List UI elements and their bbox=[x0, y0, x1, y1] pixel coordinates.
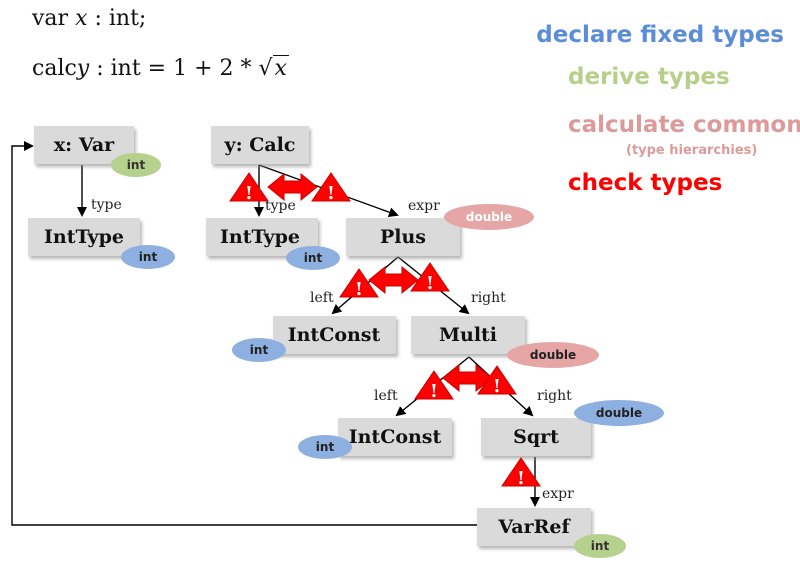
nodes: x: Var IntType y: Calc IntType Plus IntC… bbox=[28, 126, 591, 546]
edge-label-right: right bbox=[537, 388, 572, 404]
warning-icon: ! bbox=[410, 262, 450, 294]
sqrt-argument: x bbox=[272, 55, 289, 81]
svg-text:double: double bbox=[530, 348, 576, 362]
node-plus: Plus bbox=[346, 218, 460, 256]
edge-label-type: type bbox=[265, 198, 296, 214]
warning-icon: ! bbox=[414, 370, 454, 402]
code-keyword: var bbox=[32, 6, 69, 31]
sqrt-symbol: √ bbox=[258, 56, 273, 81]
svg-text:!: ! bbox=[426, 273, 434, 294]
warning-icon: ! bbox=[339, 268, 379, 300]
legend-declare-fixed-types: declare fixed types bbox=[536, 22, 784, 48]
node-intconst-1: IntConst bbox=[273, 316, 396, 354]
node-label: VarRef bbox=[497, 516, 571, 538]
svg-text:double: double bbox=[596, 406, 642, 420]
legend-type-hierarchies: (type hierarchies) bbox=[626, 143, 758, 158]
node-sqrt: Sqrt bbox=[481, 418, 591, 456]
edge-label-left: left bbox=[310, 290, 334, 306]
svg-text:!: ! bbox=[327, 183, 335, 204]
edge-label-left: left bbox=[374, 388, 398, 404]
edge-labels: type type expr left right left right exp… bbox=[91, 197, 574, 502]
svg-text:!: ! bbox=[517, 468, 525, 489]
node-y-calc: y: Calc bbox=[211, 126, 309, 164]
warning-icon: ! bbox=[311, 172, 351, 204]
svg-text:int: int bbox=[127, 158, 146, 172]
badge-int-fixed: int bbox=[121, 245, 175, 269]
legend-calculate-common: calculate common bbox=[568, 112, 800, 138]
badge-double-fixed: double bbox=[574, 400, 664, 426]
node-label: IntConst bbox=[288, 324, 381, 346]
type-check-warnings: ! ! ! ! ! bbox=[229, 172, 541, 489]
double-arrow-icon bbox=[368, 265, 419, 295]
node-intconst-2: IntConst bbox=[338, 418, 452, 456]
edge-label-type: type bbox=[91, 197, 122, 213]
node-label: IntConst bbox=[349, 426, 442, 448]
svg-text:double: double bbox=[466, 210, 512, 224]
node-label: IntType bbox=[44, 226, 124, 248]
node-label: Sqrt bbox=[513, 426, 559, 448]
svg-text:int: int bbox=[139, 250, 158, 264]
badge-int-fixed: int bbox=[232, 338, 286, 362]
node-label: x: Var bbox=[54, 134, 115, 156]
badge-double-common: double bbox=[507, 342, 599, 368]
warning-icon: ! bbox=[477, 365, 517, 397]
svg-text:int: int bbox=[316, 440, 335, 454]
legend-check-types: check types bbox=[568, 170, 723, 196]
node-varref: VarRef bbox=[477, 508, 591, 546]
svg-text:!: ! bbox=[430, 381, 438, 402]
edge-label-right: right bbox=[471, 290, 506, 306]
node-label: Plus bbox=[380, 226, 426, 248]
code-var-name: x bbox=[75, 6, 88, 31]
warning-icon: ! bbox=[229, 172, 269, 204]
legend-derive-types: derive types bbox=[568, 64, 730, 90]
node-label: Multi bbox=[439, 324, 497, 346]
edge-label-expr: expr bbox=[542, 486, 574, 502]
edge-label-expr: expr bbox=[408, 198, 440, 214]
node-label: IntType bbox=[220, 226, 300, 248]
node-multi: Multi bbox=[411, 316, 525, 354]
svg-text:!: ! bbox=[493, 376, 501, 397]
svg-text:int: int bbox=[250, 343, 269, 357]
badge-int-derived: int bbox=[111, 153, 161, 177]
badge-int-fixed: int bbox=[298, 435, 352, 459]
code-rest: : int; bbox=[94, 6, 147, 31]
node-inttype-1: IntType bbox=[28, 218, 140, 256]
code-expression: : int = 1 + 2 * bbox=[96, 56, 259, 81]
type-badges: int int int double int double bbox=[111, 153, 664, 558]
edge-varref-xvar bbox=[11, 141, 477, 526]
svg-text:!: ! bbox=[355, 279, 363, 300]
code-keyword: calc bbox=[32, 56, 77, 81]
double-arrow-icon bbox=[267, 172, 318, 202]
svg-text:int: int bbox=[304, 251, 323, 265]
svg-text:int: int bbox=[591, 539, 610, 553]
code-line-calc: calcy : int = 1 + 2 * √x bbox=[32, 55, 289, 81]
warning-icon: ! bbox=[501, 457, 541, 489]
badge-int-derived: int bbox=[574, 534, 626, 558]
badge-int-fixed: int bbox=[286, 246, 340, 270]
code-line-var: var x : int; bbox=[32, 6, 146, 31]
code-var-name: y bbox=[76, 56, 90, 81]
node-label: y: Calc bbox=[224, 134, 296, 156]
svg-text:!: ! bbox=[245, 183, 253, 204]
badge-double-common: double bbox=[444, 204, 534, 230]
